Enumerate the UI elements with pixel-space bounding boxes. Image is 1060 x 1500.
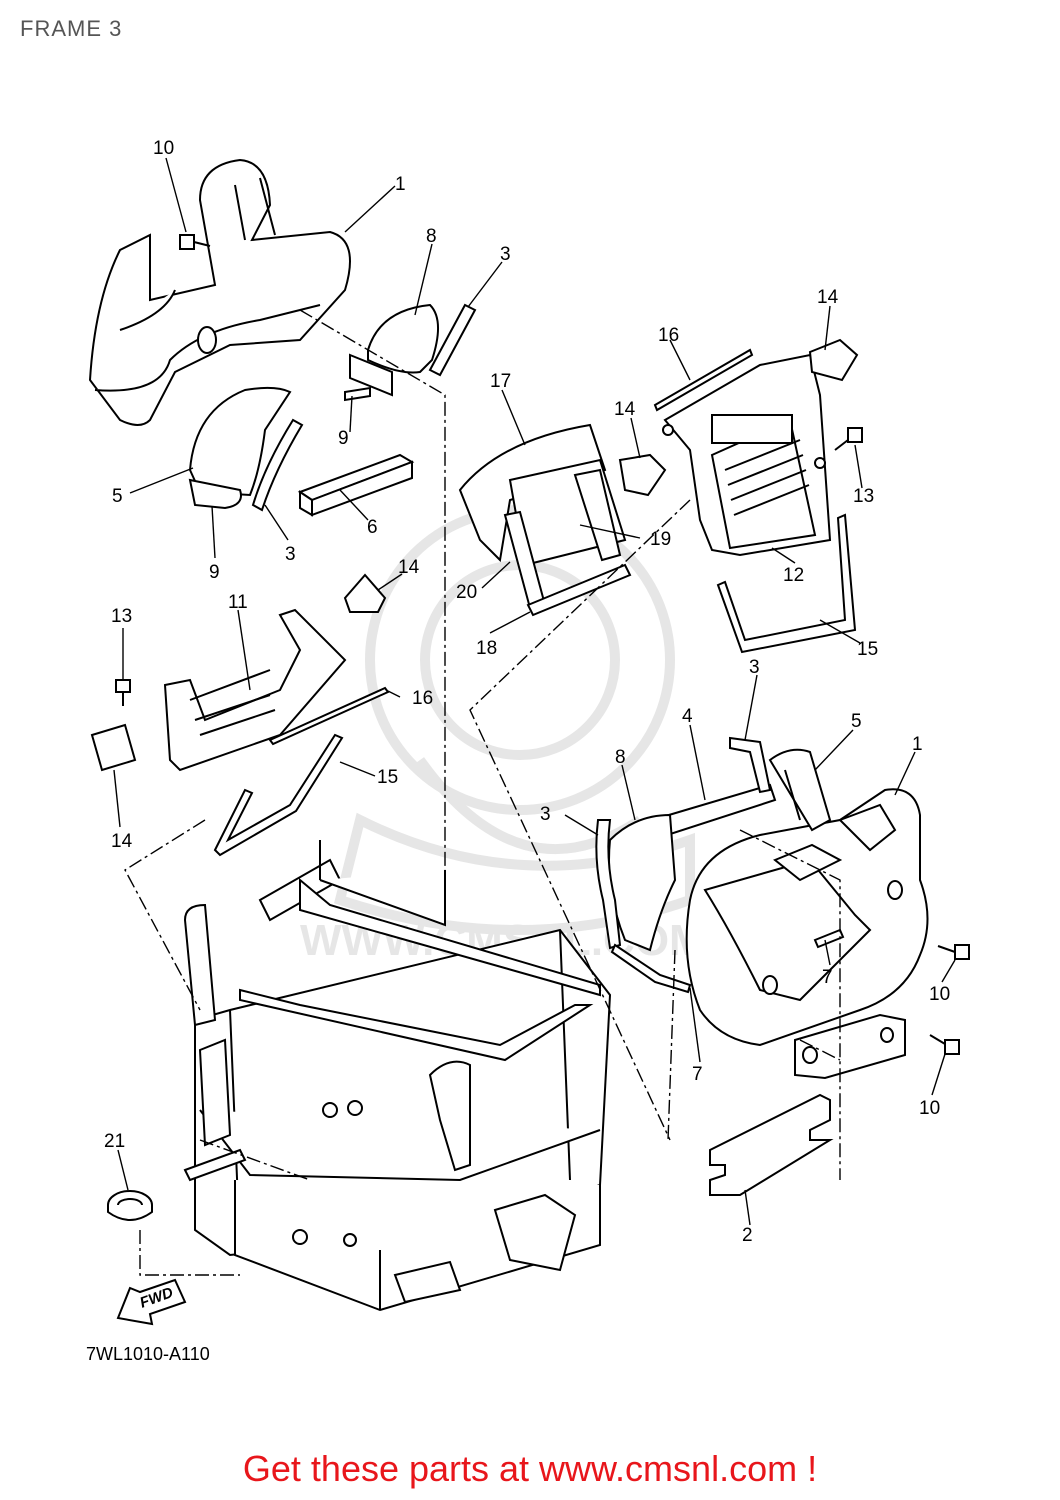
callout-9: 9 [209,562,220,583]
part-16-strip-left [268,686,390,746]
part-14-block-mid [618,453,667,497]
part-2-plate [709,1093,834,1196]
callout-9: 9 [338,428,349,449]
callout-3: 3 [500,244,511,265]
part-15-seal-left [213,733,344,857]
callout-7: 7 [822,967,833,988]
part-14-block-left [90,723,137,772]
callout-3: 3 [540,804,551,825]
part-1-rear-body [685,788,929,1047]
part-6-bar [297,453,415,517]
callout-15: 15 [377,767,398,788]
callout-13: 13 [111,606,132,627]
part-1-front-cover [88,158,351,426]
part-3-strip-left [251,418,304,512]
callout-labels: 10 1 8 3 9 5 9 3 6 14 11 13 16 15 14 17 … [104,138,950,1246]
part-5-cover-left [188,386,292,510]
callout-2: 2 [742,1225,753,1246]
callout-14: 14 [817,287,839,308]
callout-18: 18 [476,638,497,659]
drawing-code: 7WL1010-A110 [86,1344,210,1364]
callout-1: 1 [395,174,406,195]
part-13-bolt-left [115,679,131,706]
callout-14: 14 [111,831,133,852]
main-frame [183,840,612,1312]
callout-8: 8 [426,226,437,247]
part-21-grommet [107,1190,153,1221]
callout-4: 4 [682,706,693,727]
callout-12: 12 [783,565,804,586]
callout-1: 1 [912,734,923,755]
part-10-bolt-right-lower [929,1034,960,1055]
callout-13: 13 [853,486,874,507]
callout-20: 20 [456,582,477,603]
page-title: FRAME 3 [20,16,123,41]
part-16-strip-right [653,348,754,412]
callout-14: 14 [614,399,636,420]
part-8-pad-top [349,303,439,397]
part-5-cover-right [768,748,832,832]
part-3-strip-mid [729,736,772,794]
part-10-bolt-right-upper [937,944,970,960]
promo-banner-link[interactable]: Get these parts at www.cmsnl.com ! [242,1448,818,1489]
part-9-clip-top [344,386,371,402]
part-12-panel [662,353,832,557]
assembly-lines [124,309,841,1276]
part-7-rod-low [610,943,692,994]
part-1-rear-bracket [794,1013,906,1080]
part-14-block-upper-right [808,338,859,382]
part-18-bar [526,563,632,617]
part-13-bolt-right [834,427,863,451]
callout-7: 7 [692,1064,703,1085]
callout-10: 10 [929,984,950,1005]
fwd-arrow-icon: FWD [116,1278,187,1326]
part-19-insert [508,458,627,567]
part-14-block-right [343,573,387,613]
callout-21: 21 [104,1131,125,1152]
part-10-bolt-top [179,234,211,250]
part-15-seal-right [716,513,857,654]
callout-8: 8 [615,747,626,768]
callout-16: 16 [658,325,679,346]
leader-lines [113,157,956,1226]
callout-10: 10 [919,1098,940,1119]
callout-14: 14 [398,557,420,578]
callout-3: 3 [285,544,296,565]
callout-10: 10 [153,138,174,159]
part-3-strip-top [428,303,477,377]
callout-15: 15 [857,639,878,660]
callout-3: 3 [749,657,760,678]
part-3-strip-low [595,819,622,950]
callout-17: 17 [490,371,511,392]
callout-16: 16 [412,688,433,709]
part-11-inner-panel [163,608,347,772]
callout-11: 11 [228,592,248,613]
callout-5: 5 [851,711,862,732]
callout-19: 19 [650,529,671,550]
callout-6: 6 [367,517,378,538]
part-7-rod-mid [813,928,845,949]
callout-5: 5 [112,486,123,507]
